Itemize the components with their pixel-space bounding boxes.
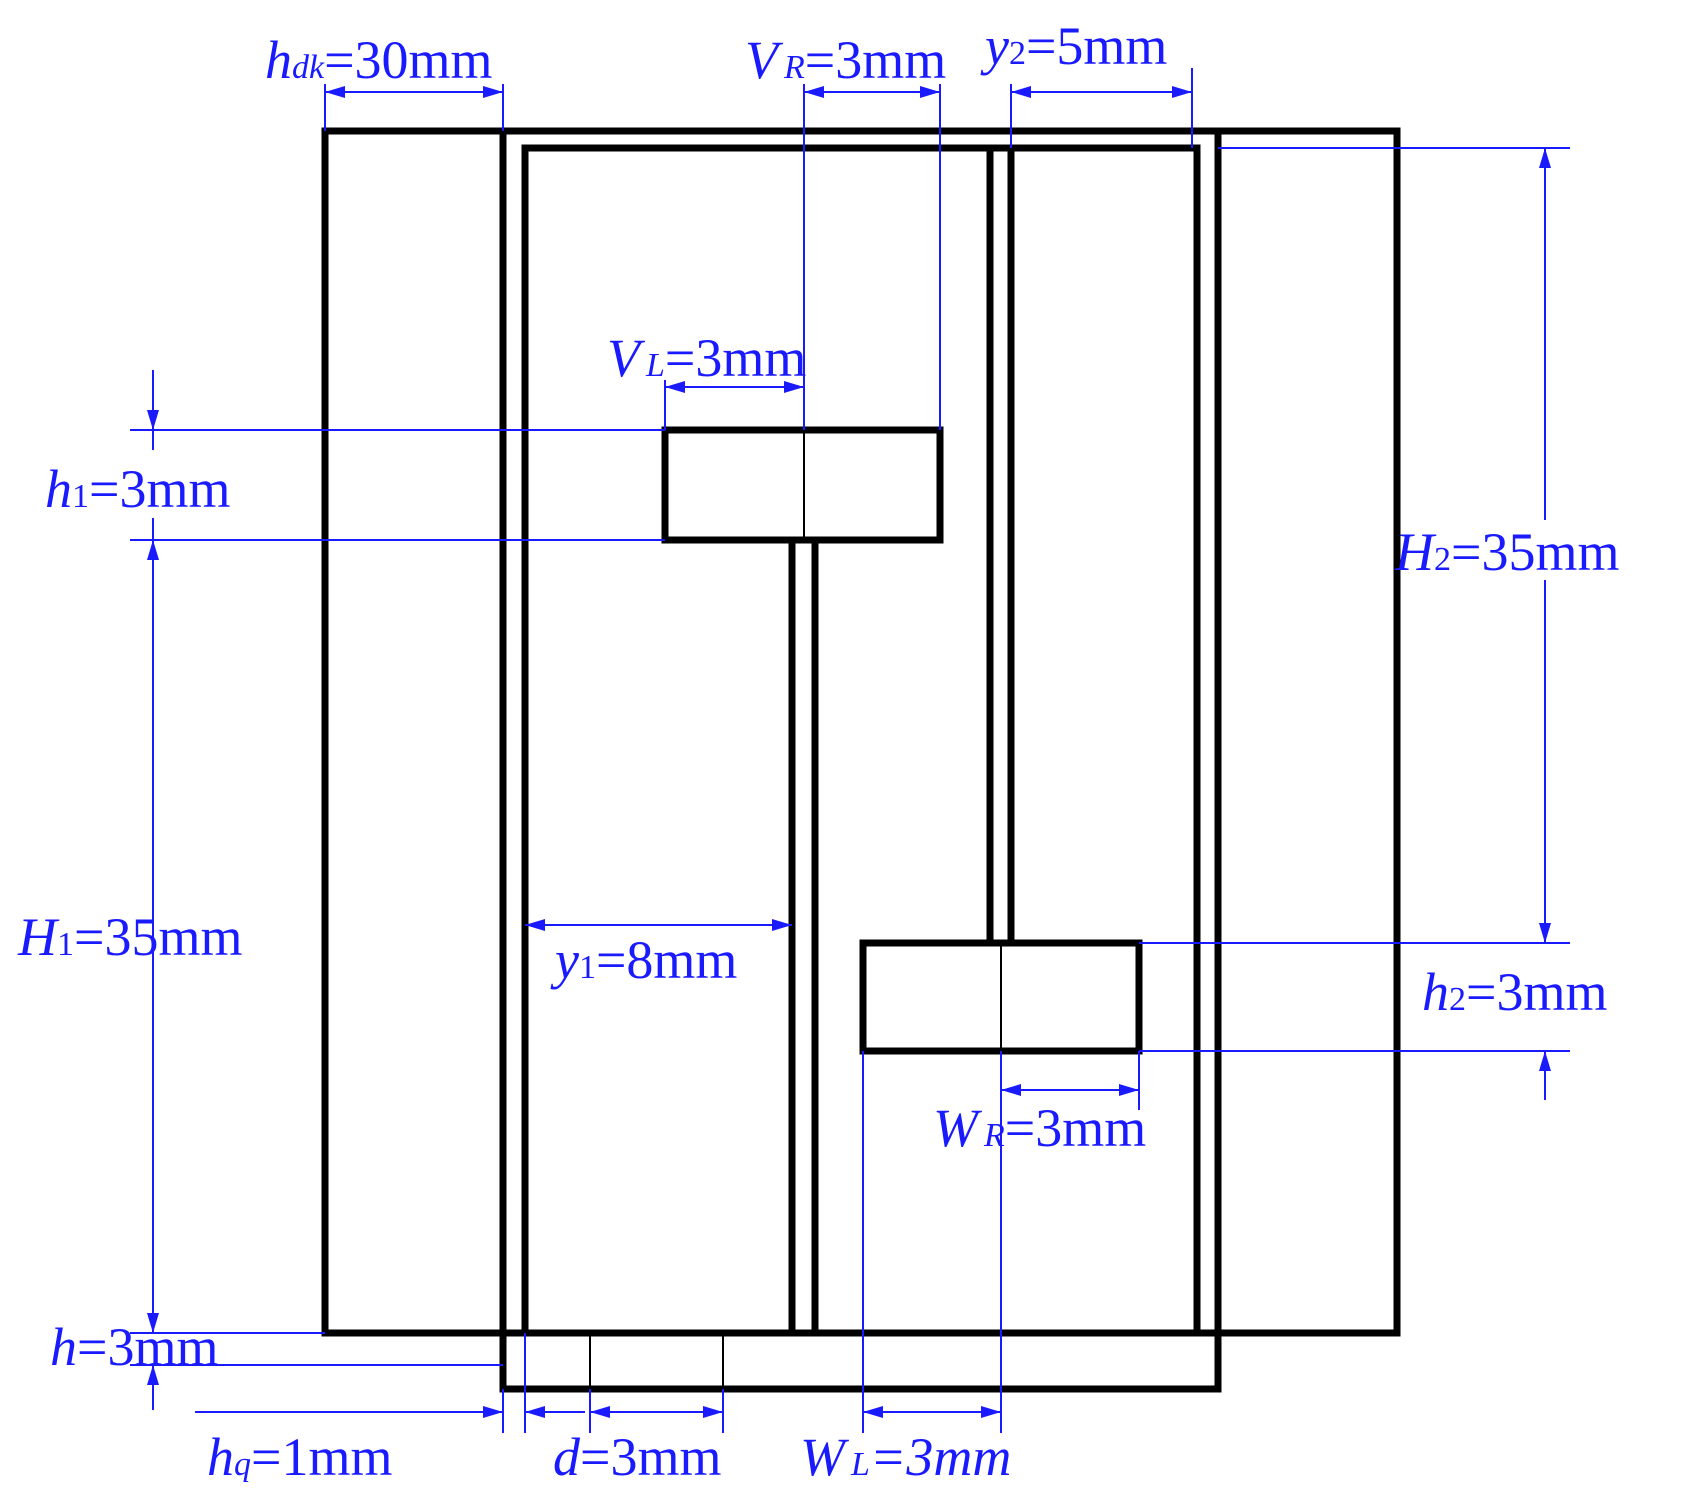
left-patch	[661, 426, 944, 544]
label-H1: H1=35mm	[17, 907, 242, 967]
label-y2: y2=5mm	[980, 16, 1167, 76]
label-h2: h2=3mm	[1422, 962, 1607, 1022]
label-H2: H2=35mm	[1394, 522, 1619, 582]
outer-substrate-rect	[321, 127, 1401, 1337]
dimension-lines	[130, 68, 1570, 1433]
label-hq: hq=1mm	[207, 1427, 392, 1487]
structure	[321, 127, 1401, 1393]
label-d: d=3mm	[553, 1427, 721, 1487]
label-h: h=3mm	[50, 1317, 218, 1377]
label-h1: h1=3mm	[45, 459, 230, 519]
ground-frame-outer	[499, 127, 1222, 1393]
inner-frame	[521, 144, 1201, 1337]
label-hdk: hdk=30mm	[265, 30, 493, 90]
label-y1: y1=8mm	[550, 930, 737, 990]
